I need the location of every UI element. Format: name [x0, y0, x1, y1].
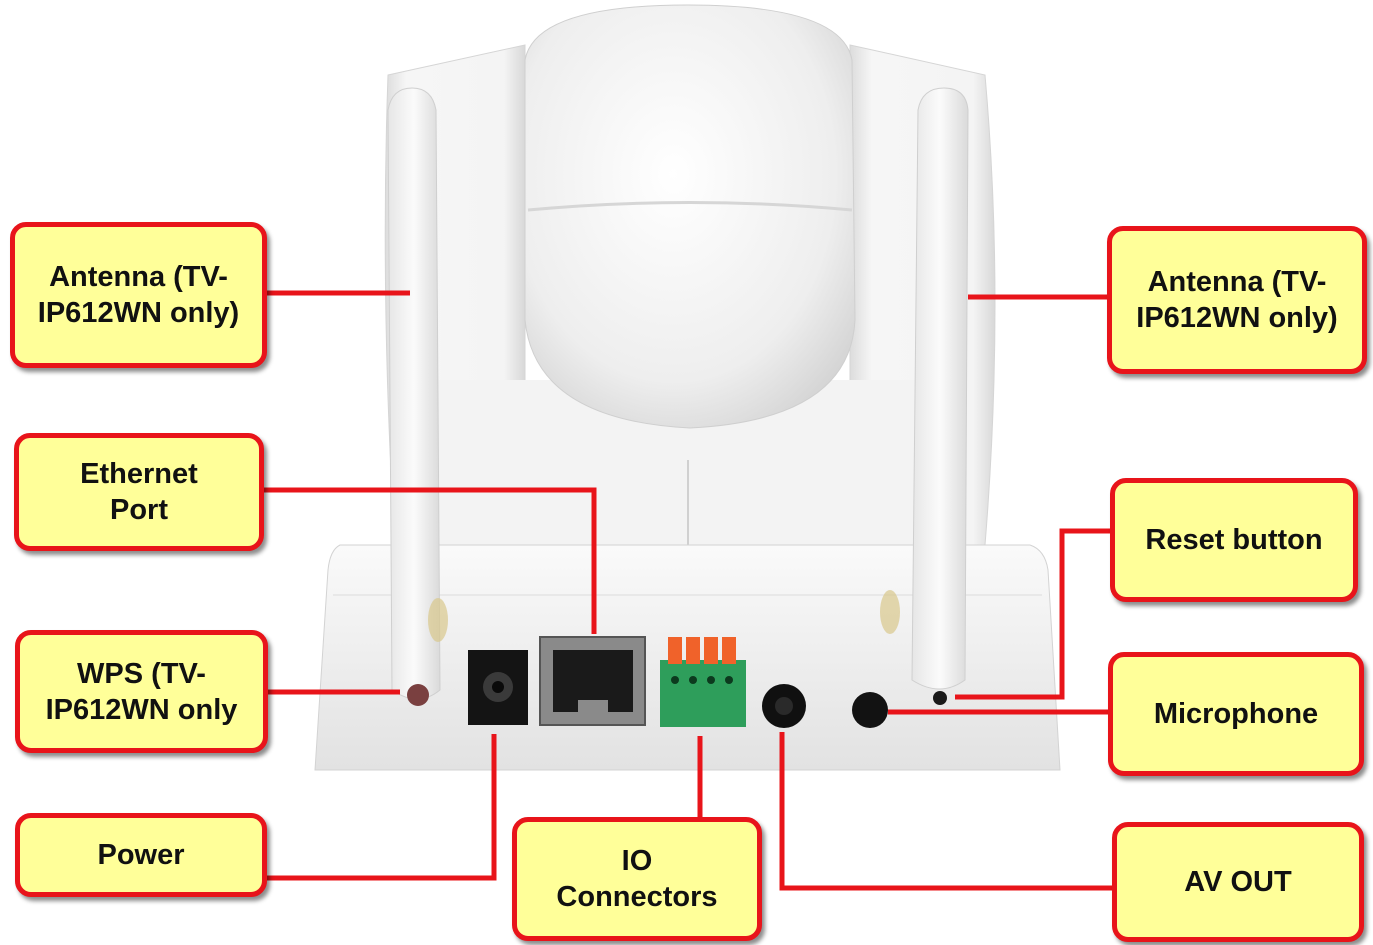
callout-av-out: AV OUT [1112, 822, 1364, 942]
callout-ethernet-port: Ethernet Port [14, 433, 264, 551]
callout-microphone: Microphone [1108, 652, 1364, 776]
io-terminal-shape [660, 660, 746, 727]
antenna-left-shape [387, 87, 448, 700]
reset-button-shape [933, 691, 947, 705]
leader-lines [262, 290, 1115, 891]
callout-power-label: Power [97, 839, 185, 871]
port-graphics [407, 636, 947, 728]
leader-power [265, 734, 497, 881]
antenna-right-shape [880, 87, 969, 690]
callout-antenna-left-label: Antenna (TV- IP612WN only) [37, 261, 240, 329]
callout-reset-button: Reset button [1110, 478, 1358, 602]
callout-ethernet-port-label: Ethernet Port [80, 458, 198, 526]
callout-wps: WPS (TV- IP612WN only [15, 630, 268, 753]
callout-io-connectors: IO Connectors [512, 817, 762, 941]
callout-reset-button-label: Reset button [1145, 524, 1323, 556]
wps-button-shape [407, 684, 429, 706]
callout-av-out-label: AV OUT [1184, 866, 1292, 898]
leader-ethernet [262, 487, 597, 634]
callout-wps-label: WPS (TV- IP612WN only [45, 657, 238, 726]
callout-io-connectors-label: IO Connectors [556, 845, 718, 913]
leader-av-out [779, 732, 1115, 891]
callout-antenna-left: Antenna (TV- IP612WN only) [10, 222, 267, 368]
microphone-shape [852, 692, 888, 728]
callout-antenna-right-label: Antenna (TV- IP612WN only) [1136, 266, 1338, 334]
leader-reset [955, 528, 1112, 700]
camera-dome [524, 4, 856, 429]
callout-microphone-label: Microphone [1153, 698, 1319, 730]
callout-antenna-right: Antenna (TV- IP612WN only) [1107, 226, 1367, 374]
callout-power: Power [15, 813, 267, 897]
